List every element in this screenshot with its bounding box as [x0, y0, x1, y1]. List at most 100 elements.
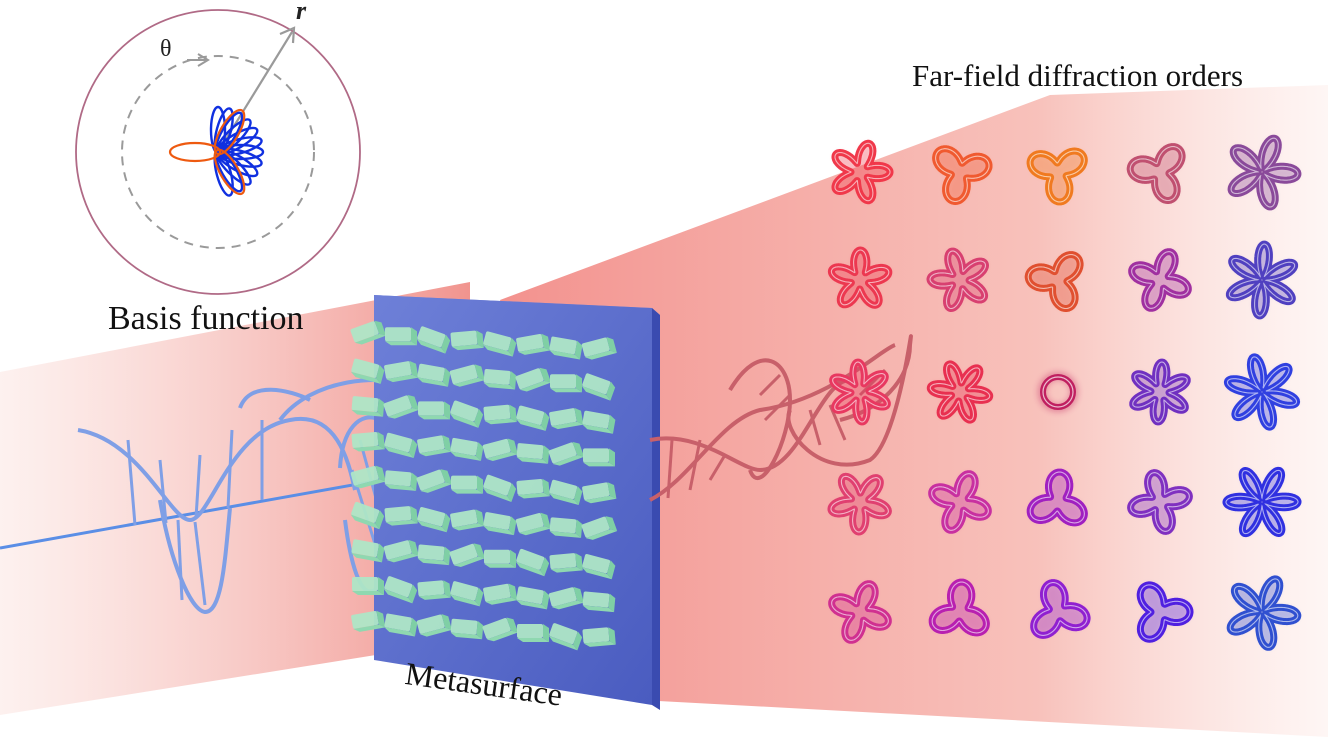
theta-symbol: θ	[160, 36, 172, 62]
metasurface-pillar	[418, 401, 450, 420]
basis-petal-orange	[213, 108, 246, 156]
metasurface-pillar	[351, 539, 385, 563]
metasurface-pillar	[482, 617, 519, 642]
basis-petal-orange	[213, 148, 246, 196]
metasurface-pillar	[581, 516, 618, 540]
metasurface-pillar	[581, 554, 616, 580]
metasurface-pillar	[515, 405, 550, 431]
metasurface-pillar	[548, 479, 583, 506]
metasurface-pillar	[383, 394, 420, 419]
metasurface-pillar	[351, 610, 386, 632]
diffraction-order	[1026, 468, 1088, 527]
metasurface-pillar	[351, 431, 385, 452]
metasurface-pillar	[450, 437, 484, 461]
metasurface-pillar	[516, 586, 550, 610]
metasurface-pillar	[417, 363, 451, 387]
diffraction-order	[1026, 147, 1088, 206]
metasurface-pillar	[350, 358, 385, 384]
metasurface-pillar	[383, 432, 418, 459]
diffraction-order	[1225, 240, 1299, 320]
diffraction-order	[926, 360, 994, 424]
diffraction-order	[1037, 371, 1079, 413]
metasurface-pillar	[384, 360, 419, 383]
metasurface-pillar	[550, 374, 582, 393]
metasurface-pillar	[352, 577, 384, 595]
theta-arrowhead	[197, 53, 210, 67]
metasurface-pillar	[582, 627, 616, 647]
metasurface-pillar	[384, 613, 418, 637]
metasurface-pillar	[451, 475, 483, 494]
metasurface-pillar	[583, 448, 615, 467]
metasurface-pillar	[516, 443, 550, 464]
far-field-beam-glow	[500, 85, 1328, 737]
metasurface-pillar	[417, 580, 451, 600]
basis-petal-flower	[168, 105, 265, 197]
output-wave-lower	[649, 378, 851, 473]
diffraction-order	[1127, 469, 1193, 535]
metasurface-pillar	[449, 364, 485, 387]
metasurface-pillar	[483, 404, 517, 425]
incident-wave-upper	[77, 416, 357, 523]
metasurface-pillar	[582, 591, 616, 613]
diffraction-order	[1030, 579, 1091, 639]
metasurface-pillar	[549, 553, 583, 573]
metasurface-pillar	[548, 586, 584, 610]
metasurface-pillar	[350, 465, 386, 489]
metasurface-pillar	[450, 618, 484, 640]
metasurface-pillar	[417, 544, 451, 566]
metasurface-pillar	[515, 367, 552, 392]
metasurface-pillar	[450, 509, 485, 531]
metasurface-pillar	[515, 512, 551, 536]
diffraction-order	[831, 139, 894, 205]
radius-arrowhead	[279, 26, 296, 44]
metasurface-pillar	[516, 478, 550, 499]
metasurface-pillar	[483, 512, 517, 536]
basis-petal-orange	[168, 141, 222, 163]
metasurface-pillar	[417, 435, 452, 457]
incident-beam-glow	[0, 282, 470, 715]
metasurface-pillar	[581, 373, 616, 401]
metasurface-pillar	[449, 581, 484, 607]
diffraction-order	[932, 145, 993, 205]
metasurface-pillar	[483, 583, 518, 605]
metasurface-pillar	[517, 624, 549, 642]
metasurface-pillar	[482, 438, 518, 462]
metasurface-pillar	[549, 517, 583, 538]
metasurface-plate	[350, 295, 660, 710]
metasurface-pillar	[383, 576, 418, 604]
basis-function-inset	[75, 9, 361, 295]
diffraction-order	[1226, 575, 1302, 651]
metasurface-pillar	[350, 501, 385, 530]
metasurface-pillar	[384, 506, 418, 526]
metasurface-pillar	[581, 337, 617, 360]
metasurface-pillar	[483, 368, 517, 390]
metasurface-pillar	[548, 623, 583, 651]
diffraction-orders-grid	[827, 134, 1302, 651]
metasurface-pillar	[515, 548, 550, 577]
metasurface-pillar	[383, 539, 419, 563]
metasurface-pillar	[582, 482, 617, 504]
radius-symbol: r	[296, 0, 307, 25]
metasurface-pillar	[549, 336, 583, 360]
diffraction-order	[1129, 358, 1191, 426]
diffraction-order	[1227, 134, 1302, 211]
basis-dashed-circle	[121, 55, 315, 249]
plate-side	[652, 308, 660, 710]
metasurface-pillar	[449, 400, 484, 428]
diffraction-order	[1024, 251, 1084, 312]
diffraction-order	[827, 246, 893, 309]
diffraction-order	[829, 358, 891, 426]
metasurface-pillar	[384, 470, 418, 491]
diffraction-order	[1223, 353, 1301, 431]
output-wave-loop-1	[728, 358, 793, 481]
diffraction-order	[1222, 466, 1302, 538]
metasurface-pillar	[416, 469, 453, 493]
metasurface-pillar	[416, 507, 451, 533]
metasurface-pillar	[482, 331, 517, 357]
output-wave-loop-2	[786, 334, 913, 467]
diffraction-order	[827, 472, 892, 536]
diffraction-order	[1128, 248, 1192, 312]
metasurface-pillar	[549, 407, 584, 430]
metasurface-pillar	[516, 333, 551, 355]
basis-function-label: Basis function	[108, 300, 304, 337]
